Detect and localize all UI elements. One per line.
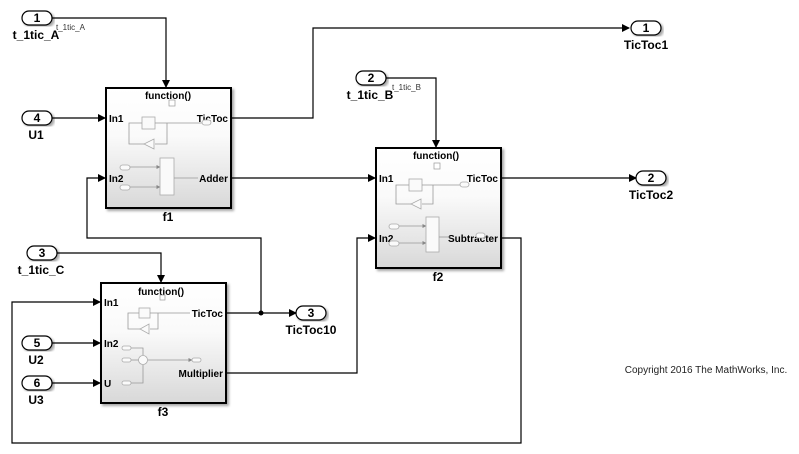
inport-t_1tic_B[interactable]: 2 t_1tic_B t_1tic_B [347,70,421,102]
input-port-label: In2 [379,234,394,245]
port-number: 2 [648,171,655,185]
wire-t_1tic_A-to-f1-trigger[interactable] [52,17,170,88]
input-port-label: In1 [104,298,119,309]
wire-branch-to-f1-in2[interactable] [86,174,262,313]
port-number: 6 [34,376,41,390]
input-port-label: In2 [109,174,124,185]
inport-U1[interactable]: 4 U1 [21,110,53,142]
output-port-label: Adder [199,174,228,185]
block-name: f3 [158,405,169,419]
trigger-label: function() [145,91,191,102]
port-number: 4 [34,111,41,125]
port-number: 1 [643,21,650,35]
signal-label: t_1tic_A [56,23,86,32]
port-label: U3 [28,393,44,407]
inport-t_1tic_A[interactable]: 1 t_1tic_A t_1tic_A [13,10,86,42]
trigger-port-icon [168,99,176,107]
input-port-label: In1 [109,114,124,125]
port-label: U1 [28,128,44,142]
block-preview-icon [119,116,212,196]
trigger-label: function() [138,287,184,298]
output-port-label: TicToc [197,114,229,125]
signal-lines [11,17,637,444]
block-preview-icon [121,307,202,386]
port-number: 2 [368,71,375,85]
port-number: 3 [39,246,46,260]
signal-label: t_1tic_B [392,83,421,92]
inport-t_1tic_C[interactable]: 3 t_1tic_C [18,245,65,277]
outport-TicToc1[interactable]: 1 TicToc1 [624,20,669,52]
branch-point [258,310,264,316]
port-label: U2 [28,353,44,367]
block-f1[interactable]: function() In1 In2 TicToc Adder f1 [105,87,232,224]
outport-TicToc2[interactable]: 2 TicToc2 [629,170,674,202]
port-number: 3 [308,306,315,320]
trigger-label: function() [413,151,459,162]
block-name: f2 [433,270,444,284]
input-port-label: U [104,379,111,390]
inport-U3[interactable]: 6 U3 [21,375,53,407]
port-label: TicToc2 [629,188,674,202]
port-label: t_1tic_A [13,28,60,42]
block-f2[interactable]: function() In1 In2 TicToc Subtracter f2 [375,147,502,284]
input-port-label: In2 [104,339,119,350]
outport-TicToc10[interactable]: 3 TicToc10 [286,305,337,337]
block-f3[interactable]: function() In1 In2 U TicToc Multiplier f… [100,282,227,419]
wire-t_1tic_C-to-f3-trigger[interactable] [57,252,165,283]
port-label: TicToc10 [286,323,337,337]
port-label: t_1tic_B [347,88,394,102]
port-label: TicToc1 [624,38,669,52]
output-port-label: Subtracter [448,234,498,245]
wire-f3-multiplier-to-f2-in2[interactable] [226,234,376,374]
inport-U2[interactable]: 5 U2 [21,335,53,367]
wire-t_1tic_B-to-f2-trigger[interactable] [386,77,440,148]
output-port-label: Multiplier [179,369,224,380]
port-number: 1 [34,11,41,25]
port-number: 5 [34,336,41,350]
wire-f1-tictoc-to-TicToc1[interactable] [231,24,630,119]
output-port-label: TicToc [467,174,499,185]
copyright-notice: Copyright 2016 The MathWorks, Inc. [625,365,788,376]
trigger-port-icon [159,294,166,301]
port-label: t_1tic_C [18,263,65,277]
block-preview-icon [388,178,486,253]
trigger-port-icon [433,162,441,170]
block-name: f1 [163,210,174,224]
wire-f2-subtracter-to-f3-in1[interactable] [11,237,522,444]
input-port-label: In1 [379,174,394,185]
output-port-label: TicToc [192,309,224,320]
